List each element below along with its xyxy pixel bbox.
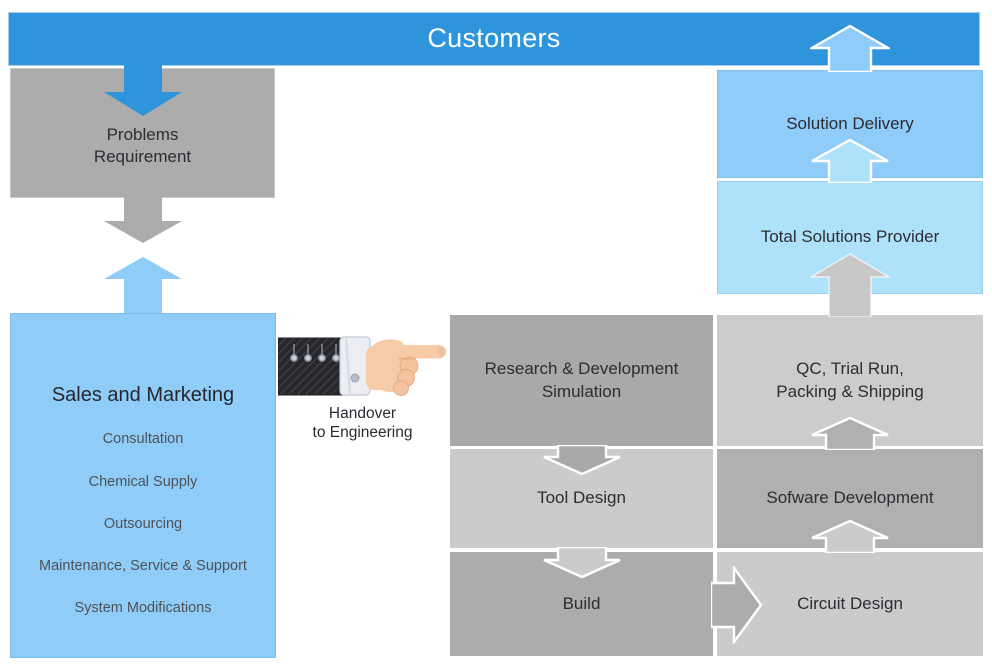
tool-design-label: Tool Design xyxy=(537,488,626,508)
problems-down-arrow-icon xyxy=(104,197,182,243)
handover-caption: Handover to Engineering xyxy=(290,404,435,443)
rd-label-line1: Research & Development xyxy=(484,359,679,379)
rd-label-line2: Simulation xyxy=(541,381,622,401)
research-development-box: Research & Development Simulation xyxy=(450,315,713,446)
pointing-hand-icon xyxy=(278,336,446,396)
total-solutions-label: Total Solutions Provider xyxy=(760,227,940,247)
customers-to-problems-arrow-icon xyxy=(104,63,182,116)
sales-item-consultation: Consultation xyxy=(102,431,184,448)
sales-item-maintenance: Maintenance, Service & Support xyxy=(39,557,247,574)
sales-title: Sales and Marketing xyxy=(51,384,235,406)
customers-label: Customers xyxy=(427,23,561,54)
problems-label-line2: Requirement xyxy=(93,147,192,166)
sales-up-arrow-icon xyxy=(104,257,182,313)
sales-item-outsourcing: Outsourcing xyxy=(103,515,183,532)
rd-to-tool-arrow-icon xyxy=(543,445,621,476)
build-to-circuit-arrow-icon xyxy=(711,566,763,644)
software-development-label: Sofware Development xyxy=(766,488,934,508)
sales-item-system-modifications: System Modifications xyxy=(74,599,212,616)
sales-and-marketing-box: Sales and Marketing Consultation Chemica… xyxy=(10,313,276,658)
handover-line1: Handover xyxy=(328,405,397,422)
problems-label-line1: Problems xyxy=(106,124,179,144)
customers-bar: Customers xyxy=(8,12,980,66)
qc-label-line1: QC, Trial Run, xyxy=(796,359,904,379)
build-label: Build xyxy=(562,593,601,613)
circuit-to-software-arrow-icon xyxy=(811,519,889,553)
qc-to-total-arrow-icon xyxy=(810,253,890,317)
software-to-qc-arrow-icon xyxy=(811,416,889,450)
sales-item-chemical-supply: Chemical Supply xyxy=(88,473,198,490)
solution-to-customers-arrow-icon xyxy=(810,24,890,72)
tool-to-build-arrow-icon xyxy=(543,547,621,579)
circuit-design-label: Circuit Design xyxy=(797,593,903,613)
total-to-solution-arrow-icon xyxy=(811,138,889,183)
solution-delivery-label: Solution Delivery xyxy=(786,113,914,133)
qc-label-line2: Packing & Shipping xyxy=(776,381,924,401)
handover-line2: to Engineering xyxy=(312,424,413,442)
